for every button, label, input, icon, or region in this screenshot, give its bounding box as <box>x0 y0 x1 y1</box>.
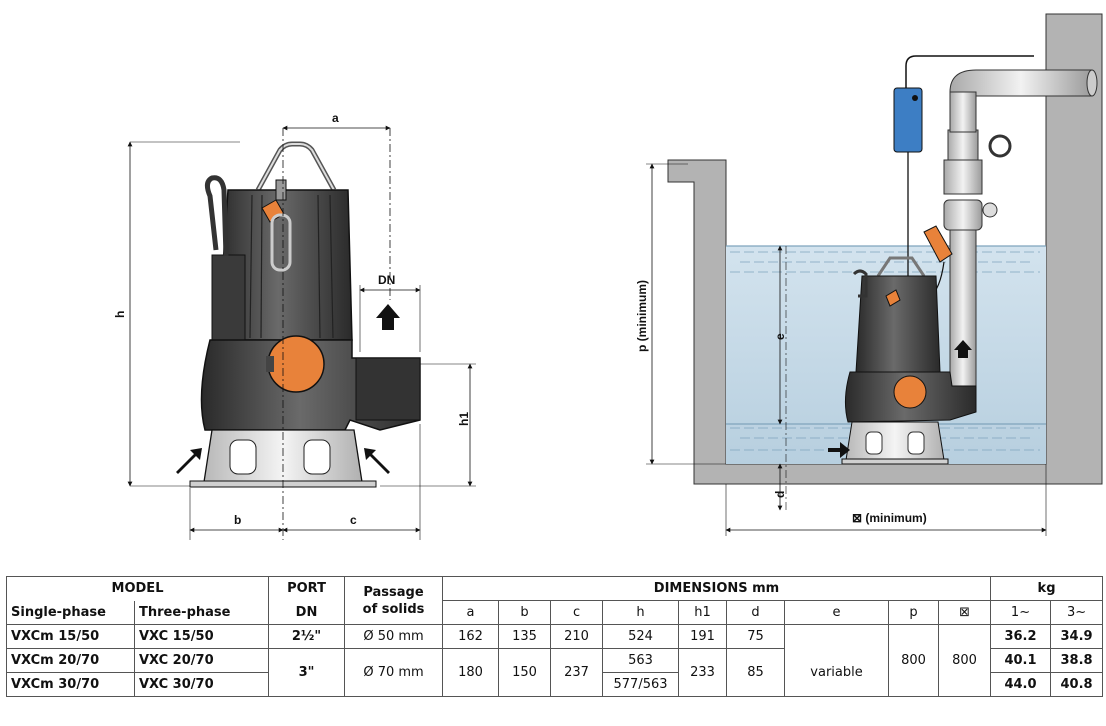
header-dn: DN <box>268 600 346 625</box>
cell-c: 237 <box>550 648 604 697</box>
cell-b: 135 <box>498 624 552 649</box>
cell-three-phase: VXC 20/70 <box>133 648 270 673</box>
col-p: p <box>888 600 940 625</box>
col-kg-three: 3~ <box>1050 600 1104 625</box>
cell-single-phase: VXCm 15/50 <box>6 624 135 649</box>
cell-d: 85 <box>726 648 786 697</box>
header-three-phase: Three-phase <box>133 600 270 625</box>
col-b: b <box>498 600 552 625</box>
col-c: c <box>550 600 604 625</box>
header-model: MODEL <box>5 576 270 601</box>
col-kg-single: 1~ <box>990 600 1052 625</box>
dim-label-c: c <box>350 513 357 527</box>
header-kg: kg <box>990 576 1104 601</box>
cell-three-phase: VXC 15/50 <box>133 624 270 649</box>
dim-label-b: b <box>234 513 241 527</box>
cell-a: 180 <box>442 648 500 697</box>
pump-elevation-drawing: a h DN h1 b c <box>113 111 476 540</box>
header-dimensions: DIMENSIONS mm <box>442 576 992 601</box>
cell-single-phase: VXCm 30/70 <box>6 672 135 697</box>
col-d: d <box>726 600 786 625</box>
col-e: e <box>784 600 890 625</box>
cell-kg-three: 40.8 <box>1050 672 1104 697</box>
cell-c: 210 <box>550 624 604 649</box>
installation-drawing: p (minimum) e d ⊠ (minimum) <box>635 13 1103 536</box>
cell-p: 800 <box>888 624 940 697</box>
cell-h: 563 <box>602 648 680 673</box>
cell-h1: 233 <box>678 648 728 697</box>
cell-b: 150 <box>498 648 552 697</box>
header-port: PORT <box>268 576 346 601</box>
cell-kg-three: 38.8 <box>1050 648 1104 673</box>
cell-kg-single: 44.0 <box>990 672 1052 697</box>
cell-diameter: 800 <box>938 624 992 697</box>
col-h: h <box>602 600 680 625</box>
header-single-phase: Single-phase <box>6 600 135 625</box>
table-row: VXCm 30/70 VXC 30/70 577/563 44.0 40.8 <box>6 672 1104 697</box>
col-h1: h1 <box>678 600 728 625</box>
cell-three-phase: VXC 30/70 <box>133 672 270 697</box>
cell-passage: Ø 50 mm <box>344 624 444 649</box>
cell-kg-three: 34.9 <box>1050 624 1104 649</box>
cell-d: 75 <box>726 624 786 649</box>
cell-h: 524 <box>602 624 680 649</box>
cell-h: 577/563 <box>602 672 680 697</box>
table-row: VXCm 15/50 VXC 15/50 2½" Ø 50 mm 162 135… <box>6 624 1104 697</box>
dim-label-h1: h1 <box>457 412 471 426</box>
dim-label-a: a <box>332 111 339 125</box>
dim-label-h: h <box>113 311 127 318</box>
cell-e: variable <box>784 648 890 697</box>
dim-label-p: p (minimum) <box>635 280 649 352</box>
dim-label-d: d <box>773 491 787 498</box>
dim-label-diameter: ⊠ (minimum) <box>852 511 927 525</box>
cell-e-empty <box>784 624 890 649</box>
cell-a: 162 <box>442 624 500 649</box>
cell-h1: 191 <box>678 624 728 649</box>
cell-single-phase: VXCm 20/70 <box>6 648 135 673</box>
cell-kg-single: 40.1 <box>990 648 1052 673</box>
cell-kg-single: 36.2 <box>990 624 1052 649</box>
table-row: VXCm 20/70 VXC 20/70 3" Ø 70 mm 180 150 … <box>6 648 1104 697</box>
dim-label-dn: DN <box>378 273 395 287</box>
cell-port: 2½" <box>268 624 346 649</box>
cell-passage: Ø 70 mm <box>344 648 444 697</box>
table-header-row-2: Single-phase Three-phase DN a b c h h1 d… <box>6 600 1104 625</box>
col-a: a <box>442 600 500 625</box>
col-diameter: ⊠ <box>938 600 992 625</box>
dim-label-e: e <box>773 333 787 340</box>
technical-drawings: a h DN h1 b c <box>113 13 1103 540</box>
cell-port: 3" <box>268 648 346 697</box>
